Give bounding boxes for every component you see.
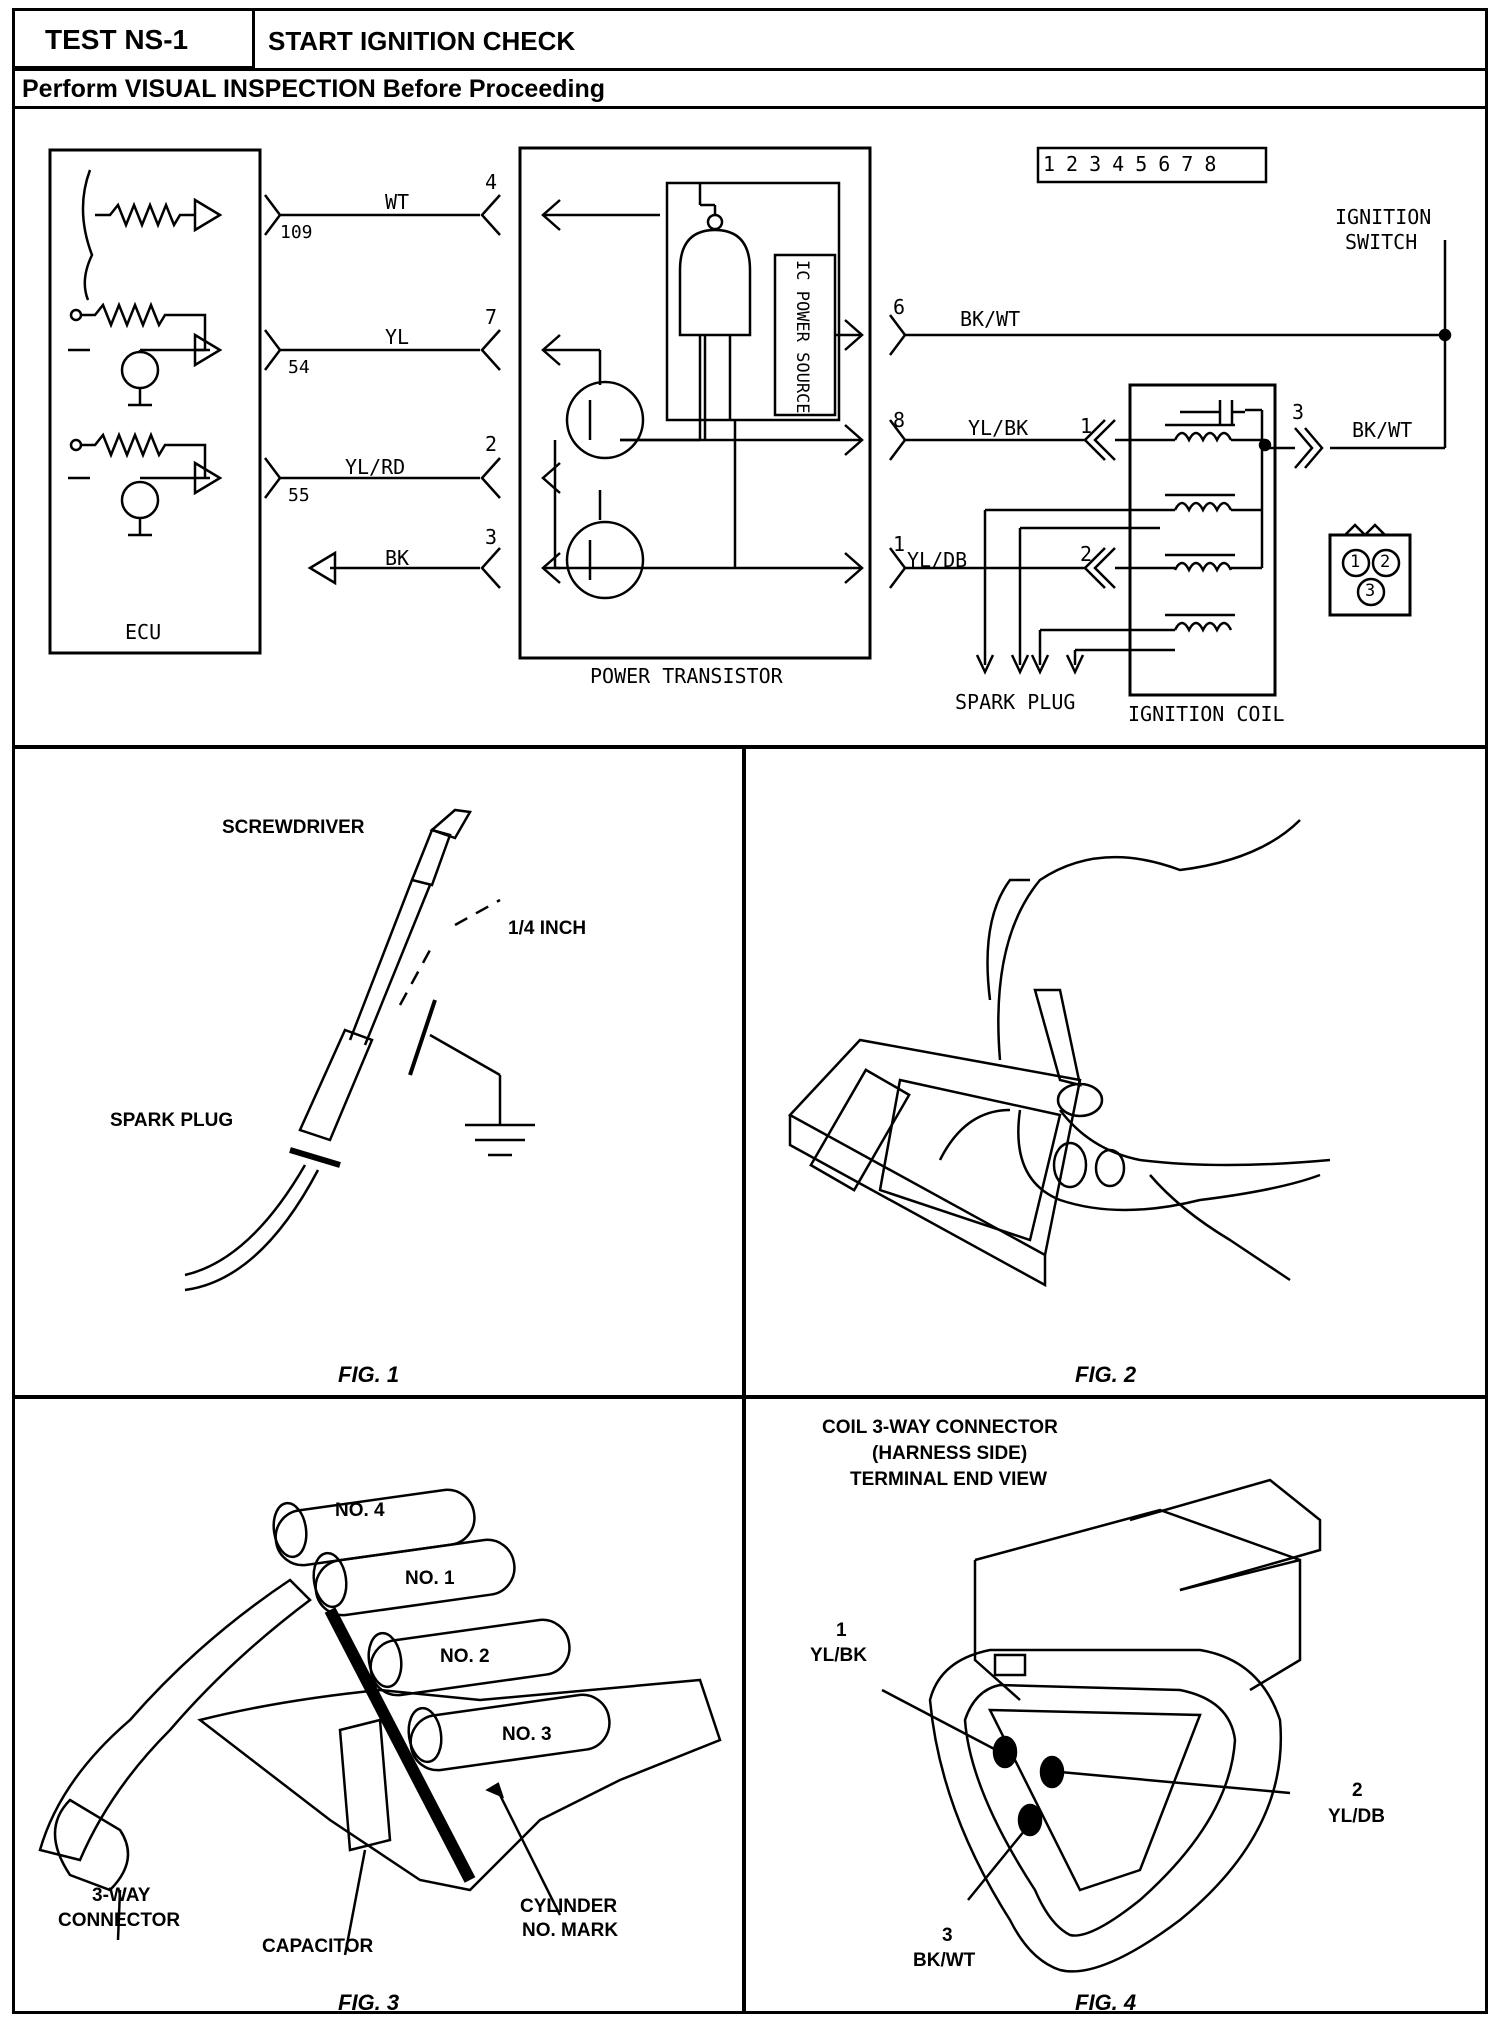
ecu-label: ECU <box>125 620 162 644</box>
ecu-pin-55: 55 <box>288 485 310 506</box>
instruction-divider <box>12 106 1488 109</box>
pin-8: 8 <box>893 408 906 432</box>
pin-1: 1 <box>893 532 906 556</box>
fig3-coil-pack-drawing <box>38 1488 722 1892</box>
power-transistor-label: POWER TRANSISTOR <box>590 664 783 688</box>
page-frame <box>12 8 1488 2014</box>
connector-pin: 6 <box>1158 152 1182 176</box>
ignition-switch-label-2: SWITCH <box>1345 230 1418 254</box>
connector-pin-row: 12345678 <box>1043 152 1227 176</box>
fig1-screwdriver-drawing <box>184 808 535 1292</box>
fig4-pin1-num: 1 <box>836 1620 847 1641</box>
conn-symbol-pin-1: 1 <box>1350 552 1361 572</box>
pin-2: 2 <box>485 432 498 456</box>
coil-pin-2: 2 <box>1080 542 1093 566</box>
fig3-coil-no3: NO. 3 <box>502 1724 552 1745</box>
pin-4: 4 <box>485 170 498 194</box>
coil-pin-3: 3 <box>1292 400 1305 424</box>
fig4-title-1: COIL 3-WAY CONNECTOR <box>822 1417 1058 1438</box>
fig1-caption: FIG. 1 <box>338 1362 400 1387</box>
fig2-caption: FIG. 2 <box>1075 1362 1137 1387</box>
fig3-caption: FIG. 3 <box>338 1990 400 2015</box>
fig3-connector-label-2: CONNECTOR <box>58 1910 181 1931</box>
fig4-pin2-num: 2 <box>1352 1780 1363 1801</box>
pin-7: 7 <box>485 305 498 329</box>
fig4-title-2: (HARNESS SIDE) <box>872 1443 1028 1464</box>
wire-yl-rd: YL/RD <box>345 455 406 479</box>
connector-pin: 5 <box>1135 152 1159 176</box>
coil-out-wire: BK/WT <box>1352 418 1413 442</box>
connector-pin: 1 <box>1043 152 1067 176</box>
fig3-cylinder-label-1: CYLINDER <box>520 1896 618 1917</box>
wire-bk-wt: BK/WT <box>960 307 1021 331</box>
spark-plug-label: SPARK PLUG <box>955 690 1076 714</box>
fig1-screwdriver-label: SCREWDRIVER <box>222 817 365 838</box>
fig4-pin3-num: 3 <box>942 1925 953 1946</box>
fig3-coil-no2: NO. 2 <box>440 1646 490 1667</box>
connector-pin: 7 <box>1181 152 1205 176</box>
figure-column-divider <box>742 745 746 2014</box>
fig4-pin1-wire: YL/BK <box>810 1645 867 1666</box>
wire-yl-bk: YL/BK <box>968 416 1029 440</box>
fig4-title-3: TERMINAL END VIEW <box>850 1469 1048 1490</box>
connector-pin: 2 <box>1066 152 1090 176</box>
schematic-divider <box>12 745 1488 749</box>
coil-pin-1: 1 <box>1080 414 1093 438</box>
fig3-coil-no4: NO. 4 <box>335 1500 385 1521</box>
ecu-pin-54: 54 <box>288 357 310 378</box>
fig1-gap-label: 1/4 INCH <box>508 918 587 939</box>
test-id: TEST NS-1 <box>45 24 189 55</box>
header-divider <box>12 68 1488 71</box>
test-id-box <box>12 8 255 69</box>
fig3-connector-label-1: 3-WAY <box>92 1885 151 1906</box>
fig3-capacitor-label: CAPACITOR <box>262 1936 374 1957</box>
pin-6: 6 <box>893 295 906 319</box>
ic-power-source-label: IC POWER SOURCE <box>792 260 812 414</box>
fig1-spark-plug-label: SPARK PLUG <box>110 1110 234 1131</box>
wire-bk: BK <box>385 546 410 570</box>
page-title: START IGNITION CHECK <box>268 26 576 56</box>
wire-wt: WT <box>385 190 410 214</box>
fig4-pin3-wire: BK/WT <box>913 1950 976 1971</box>
fig4-pin2-wire: YL/DB <box>1328 1806 1385 1827</box>
ecu-pin-109: 109 <box>280 222 313 243</box>
wire-yl-db: YL/DB <box>907 548 968 572</box>
pin-3: 3 <box>485 525 498 549</box>
fig4-caption: FIG. 4 <box>1075 1990 1137 2015</box>
ignition-switch-label-1: IGNITION <box>1335 205 1432 229</box>
figure-row-divider <box>12 1395 1488 1399</box>
conn-symbol-pin-2: 2 <box>1380 552 1391 572</box>
connector-pin: 8 <box>1204 152 1228 176</box>
connector-pin: 3 <box>1089 152 1113 176</box>
fig4-connector-drawing <box>928 1478 1322 1973</box>
connector-pin: 4 <box>1112 152 1136 176</box>
fig2-meter-drawing <box>787 819 1331 1288</box>
fig3-cylinder-label-2: NO. MARK <box>522 1920 619 1941</box>
fig3-coil-no1: NO. 1 <box>405 1568 455 1589</box>
wire-yl: YL <box>385 325 410 349</box>
instruction-text: Perform VISUAL INSPECTION Before Proceed… <box>22 75 605 103</box>
conn-symbol-pin-3: 3 <box>1365 581 1376 601</box>
ignition-coil-label: IGNITION COIL <box>1128 702 1285 726</box>
